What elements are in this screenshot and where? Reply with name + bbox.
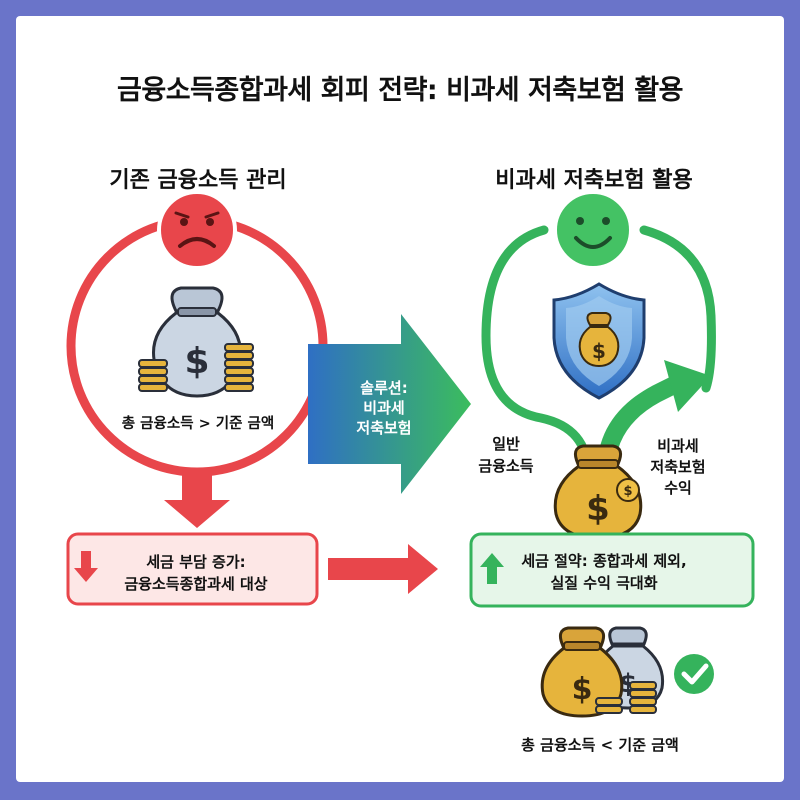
- right-total-label: 총 금융소득 < 기준 금액: [521, 736, 679, 754]
- svg-text:$: $: [572, 672, 593, 707]
- insurance-income-line: 수익: [664, 479, 692, 497]
- tax-saving-box: [469, 532, 755, 608]
- insurance-income-line: 저축보험: [650, 458, 706, 476]
- left-total-label: 총 금융소득 > 기준 금액: [121, 416, 275, 432]
- solution-line: 솔루션:: [360, 379, 408, 397]
- tax-burden-text: 세금 부담 증가: 금융소득종합과세 대상: [76, 551, 316, 595]
- money-bag-icon: $: [152, 286, 242, 398]
- diagram-graphics: $: [66, 190, 755, 718]
- solution-line: 저축보험: [356, 419, 412, 437]
- up-arrow-icon: [480, 553, 504, 584]
- tax-burden-box: [66, 532, 319, 606]
- check-icon: [674, 654, 714, 694]
- tax-burden-line: 금융소득종합과세 대상: [124, 575, 268, 593]
- growth-arrow-head: [664, 360, 711, 412]
- insurance-income-label: 비과세 저축보험 수익: [633, 436, 723, 499]
- left-section-heading: 기존 금융소득 관리: [109, 168, 287, 193]
- svg-text:$: $: [592, 339, 606, 363]
- tax-saving-line: 실질 수익 극대화: [550, 574, 658, 592]
- right-section-heading: 비과세 저축보험 활용: [495, 168, 693, 193]
- diagram-card: $: [16, 16, 784, 782]
- down-arrow-icon: [74, 551, 98, 582]
- solution-arrow: [308, 314, 471, 494]
- solution-line: 비과세: [363, 399, 405, 417]
- coin-stack-icon: [138, 359, 168, 392]
- coin-stack-icon: [224, 343, 254, 392]
- general-income-line: 일반: [492, 435, 520, 453]
- svg-text:$: $: [586, 489, 610, 529]
- svg-text:$: $: [184, 341, 209, 382]
- tax-saving-line: 세금 절약: 종합과세 제외,: [521, 552, 687, 570]
- tax-saving-text: 세금 절약: 종합과세 제외, 실질 수익 극대화: [484, 550, 724, 594]
- happy-face-icon: [553, 190, 633, 270]
- down-arrow-icon: [164, 474, 230, 528]
- general-income-label: 일반 금융소득: [471, 433, 541, 477]
- general-income-line: 금융소득: [478, 457, 534, 475]
- right-cycle-ring: [481, 225, 593, 479]
- gold-money-bag-icon: $ $: [553, 444, 643, 540]
- right-arrow-icon: [328, 544, 438, 594]
- tax-burden-line: 세금 부담 증가:: [146, 553, 246, 571]
- shield-icon: $: [552, 282, 646, 400]
- insurance-income-line: 비과세: [657, 437, 699, 455]
- coin-stack-icon: [595, 681, 657, 714]
- sad-face-icon: [157, 190, 237, 270]
- page-title: 금융소득종합과세 회피 전략: 비과세 저축보험 활용: [117, 75, 683, 106]
- solution-arrow-label: 솔루션: 비과세 저축보험: [329, 378, 439, 438]
- svg-text:$: $: [623, 484, 632, 499]
- right-cycle-ring: [639, 225, 716, 393]
